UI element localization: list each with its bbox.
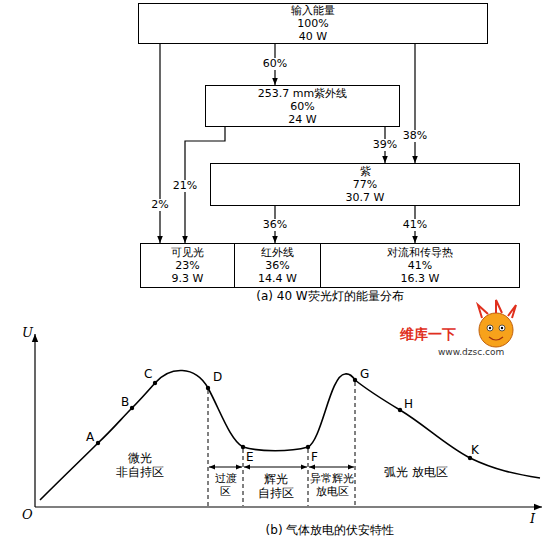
- box-text: 60%: [290, 100, 314, 113]
- flow-percent: 60%: [262, 58, 288, 70]
- point-label: H: [404, 398, 413, 412]
- box-text: 40 W: [299, 30, 327, 43]
- flow-arrow: [414, 44, 415, 163]
- region-label: 辉光 自持区: [245, 473, 307, 501]
- box-text: 41%: [408, 259, 432, 272]
- energy-box: 紫77%30.7 W: [210, 163, 520, 206]
- region-label: 微光 非自持区: [108, 452, 172, 480]
- point-label: G: [360, 368, 369, 382]
- region-label: 弧光 放电区: [384, 466, 448, 480]
- box-text: 30.7 W: [346, 191, 385, 204]
- box-text: 77%: [353, 178, 377, 191]
- watermark: 维库一下: [400, 326, 456, 342]
- axis-label: O: [22, 508, 33, 523]
- energy-box: 可见光23%9.3 W: [140, 243, 235, 288]
- figure-caption: (b) 气体放电的伏安特性: [170, 524, 490, 538]
- box-text: 16.3 W: [401, 272, 440, 285]
- figure-caption: (a) 40 W荧光灯的能量分布: [170, 290, 490, 304]
- box-text: 14.4 W: [258, 272, 297, 285]
- point-label: D: [213, 371, 222, 385]
- flow-percent: 36%: [262, 219, 288, 231]
- u-axis: [34, 334, 35, 507]
- region-label: 异常辉光 放电区: [309, 473, 355, 498]
- watermark-logo: [478, 300, 516, 347]
- watermark: www.dzsc.com: [438, 347, 504, 357]
- box-text: 100%: [297, 17, 328, 30]
- point-label: B: [121, 396, 129, 410]
- box-text: 红外线: [261, 246, 294, 259]
- box-text: 24 W: [288, 113, 316, 126]
- axis-label: I: [530, 512, 535, 527]
- box-text: 36%: [265, 259, 289, 272]
- box-text: 可见光: [171, 246, 204, 259]
- flow-arrow: [159, 44, 160, 243]
- flow-percent: 21%: [172, 180, 198, 192]
- box-text: 253.7 mm紫外线: [258, 87, 347, 100]
- curve-points: [96, 378, 472, 460]
- region-label: 过渡 区: [209, 473, 242, 498]
- box-text: 对流和传导热: [387, 246, 453, 259]
- region-boundaries: [208, 382, 355, 506]
- flow-percent: 41%: [402, 219, 428, 231]
- energy-box: 输入能量100%40 W: [138, 3, 488, 44]
- vi-curve: [40, 370, 540, 500]
- flow-percent: 39%: [372, 139, 398, 151]
- energy-box: 253.7 mm紫外线60%24 W: [205, 85, 400, 127]
- region-arrows: [209, 467, 354, 468]
- point-label: F: [311, 451, 318, 465]
- energy-box: 红外线36%14.4 W: [234, 243, 321, 288]
- point-label: A: [86, 431, 94, 445]
- flow-percent: 2%: [150, 199, 169, 211]
- point-label: K: [471, 444, 479, 458]
- box-text: 输入能量: [291, 4, 335, 17]
- box-text: 紫: [360, 165, 371, 178]
- box-text: 9.3 W: [172, 272, 204, 285]
- flow-percent: 38%: [402, 130, 428, 142]
- box-text: 23%: [175, 259, 199, 272]
- point-label: E: [246, 451, 254, 465]
- i-axis: [35, 506, 542, 507]
- point-label: C: [144, 368, 152, 382]
- axis-label: U: [22, 326, 33, 341]
- energy-box: 对流和传导热41%16.3 W: [320, 243, 520, 288]
